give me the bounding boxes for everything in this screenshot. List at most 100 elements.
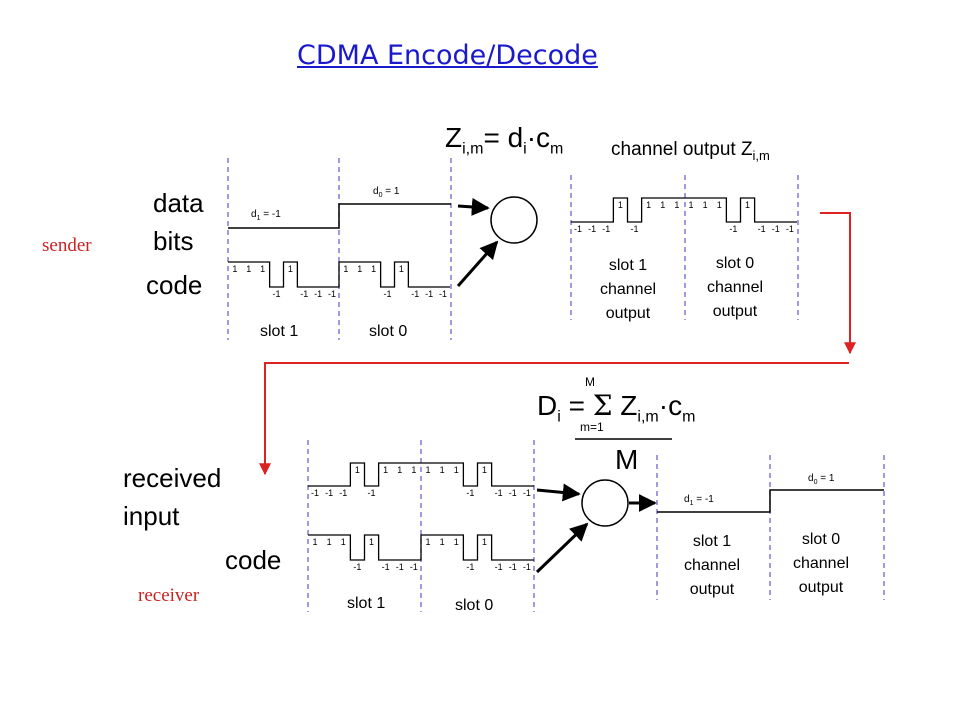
channel-transfer-arrow-lower — [259, 362, 849, 476]
decoded-bits-waveform — [657, 489, 884, 513]
channel-output-chip-label: 1 — [717, 200, 722, 210]
channel-output-chip-label: -1 — [758, 224, 766, 234]
received-input-chip-label: -1 — [495, 488, 503, 498]
channel-output-chip-label: -1 — [729, 224, 737, 234]
receiver-code-chip-label: -1 — [509, 562, 517, 572]
sender-code-chip-label: -1 — [328, 289, 336, 299]
channel-output-chip-label: 1 — [618, 200, 623, 210]
receiver-code-chip-label: 1 — [454, 537, 459, 547]
channel-output-trace — [571, 197, 797, 223]
sender-code-chip-label: 1 — [246, 264, 251, 274]
receiver-code-chip-label: 1 — [482, 537, 487, 547]
receiver-code-chip-label: -1 — [353, 562, 361, 572]
decoded-d0-label: d0 = 1 — [808, 473, 835, 487]
channel-output-chip-label: 1 — [646, 200, 651, 210]
receiver-code-chip-label: -1 — [466, 562, 474, 572]
dashed-separators — [227, 158, 885, 612]
receiver-code-chip-label: 1 — [426, 537, 431, 547]
sender-data-bits-waveform — [228, 203, 451, 229]
sender-code-chip-label: -1 — [273, 289, 281, 299]
code-to-correlator-arrow — [535, 522, 589, 574]
sender-code-chip-label: -1 — [411, 289, 419, 299]
sender-code-chip-label: 1 — [371, 264, 376, 274]
channel-output-chip-label: 1 — [745, 200, 750, 210]
decoded-slot1-label: slot 1 channel output — [683, 533, 741, 598]
received-input-chip-label: -1 — [368, 488, 376, 498]
received-input-chip-label: 1 — [454, 465, 459, 475]
received-input-chip-label: 1 — [440, 465, 445, 475]
channel-output-chip-label: -1 — [602, 224, 610, 234]
sender-code-chip-label: -1 — [425, 289, 433, 299]
sender-d0-label: d0 = 1 — [373, 186, 400, 200]
received-input-chip-label: -1 — [325, 488, 333, 498]
sender-code-chip-label: 1 — [260, 264, 265, 274]
data-bits-label-line2: bits — [153, 226, 194, 256]
channel-output-chip-label: -1 — [786, 224, 794, 234]
receiver-code-chip-label: -1 — [523, 562, 531, 572]
received-input-chip-label: -1 — [311, 488, 319, 498]
receiver-code-chip-label: -1 — [382, 562, 390, 572]
page-title: CDMA Encode/Decode — [297, 40, 598, 71]
received-input-chip-label: 1 — [355, 465, 360, 475]
receiver-code-chip-label: 1 — [341, 537, 346, 547]
receiver-code-label: code — [225, 545, 282, 575]
code-to-multiplier-arrow — [456, 240, 499, 287]
received-input-chip-label: -1 — [509, 488, 517, 498]
channel-transfer-arrow — [820, 212, 856, 355]
receiver-code-chip-label: -1 — [410, 562, 418, 572]
decode-formula-upper-limit: M — [585, 375, 595, 389]
decode-formula: Di = Σ Zi,m·cm — [537, 389, 696, 426]
sender-code-label: code — [146, 270, 203, 300]
channel-output-chip-label: 1 — [703, 200, 708, 210]
received-input-chip-label: 1 — [397, 465, 402, 475]
channel-output-label: channel output Zi,m — [611, 139, 770, 163]
received-input-chip-label: -1 — [466, 488, 474, 498]
receiver-code-trace — [308, 534, 534, 561]
channel-output-chip-label: 1 — [689, 200, 694, 210]
receiver-code-chip-label: 1 — [327, 537, 332, 547]
sender-code-chip-label: 1 — [288, 264, 293, 274]
received-input-chip-label: 1 — [411, 465, 416, 475]
sender-code-chip-label: -1 — [439, 289, 447, 299]
channel-output-chip-label: -1 — [574, 224, 582, 234]
channel-slot1-label: slot 1 channel output — [599, 257, 657, 322]
channel-output-chip-label: 1 — [674, 200, 679, 210]
received-input-label-line1: received — [123, 463, 222, 493]
channel-output-chip-label: -1 — [631, 224, 639, 234]
sender-d1-label: d1 = -1 — [251, 209, 281, 223]
received-input-chip-label: -1 — [339, 488, 347, 498]
receiver-code-chip-label: -1 — [495, 562, 503, 572]
channel-output-chip-label: -1 — [772, 224, 780, 234]
receiver-code-chip-label: 1 — [313, 537, 318, 547]
encoder-multiplier-circle — [490, 196, 538, 244]
decoded-slot0-label: slot 0 channel output — [792, 531, 850, 596]
decoded-d1-label: d1 = -1 — [684, 494, 714, 508]
decoder-correlator-circle — [581, 479, 629, 527]
received-input-trace — [308, 462, 534, 487]
received-input-chip-label: 1 — [426, 465, 431, 475]
sender-code-chip-label: 1 — [357, 264, 362, 274]
sender-code-chip-label: 1 — [232, 264, 237, 274]
sender-slot1-label: slot 1 — [260, 323, 299, 340]
sender-code-chip-label: -1 — [300, 289, 308, 299]
receiver-slot0-label: slot 0 — [455, 597, 494, 614]
data-to-multiplier-arrow — [457, 197, 490, 216]
data-bits-label-line1: data — [153, 188, 204, 218]
sender-code-chip-label: -1 — [384, 289, 392, 299]
channel-output-chip-label: 1 — [660, 200, 665, 210]
sender-code-chip-label: -1 — [314, 289, 322, 299]
receiver-slot1-label: slot 1 — [347, 595, 386, 612]
input-to-correlator-arrow — [536, 483, 581, 502]
sender-label: sender — [42, 235, 92, 256]
channel-slot0-label: slot 0 channel output — [706, 255, 764, 320]
sender-slot0-label: slot 0 — [369, 323, 408, 340]
sender-code-trace — [228, 261, 450, 288]
received-input-chip-label: 1 — [383, 465, 388, 475]
receiver-code-chip-label: -1 — [396, 562, 404, 572]
